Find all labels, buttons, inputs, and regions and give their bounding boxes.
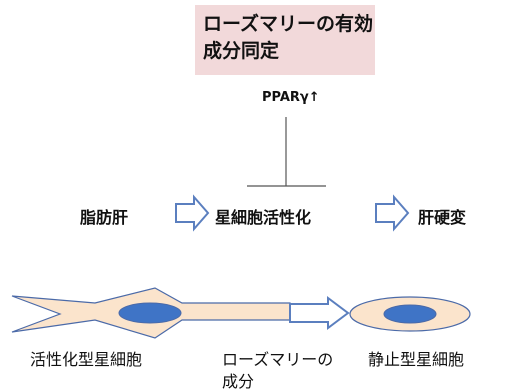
title-box: ローズマリーの有効 成分同定 [195,5,375,75]
rosemary-label-line2: 成分 [222,372,255,391]
quiescent-cell-nucleus [383,304,437,324]
title-line2: 成分同定 [203,40,280,62]
title-line1: ローズマリーの有効 [203,13,374,35]
flow-arrow-1 [175,194,210,232]
quiescent-cell-label: 静止型星細胞 [368,350,465,369]
rosemary-label-line1: ローズマリーの [222,350,334,369]
ppar-label: PPARγ↑ [262,90,320,105]
flow-step-cirrhosis: 肝硬変 [418,208,467,227]
flow-step-stellate-activation: 星細胞活性化 [215,208,312,227]
activated-cell-nucleus [118,302,182,324]
flow-step-fatty-liver: 脂肪肝 [80,208,129,227]
activated-cell-label: 活性化型星細胞 [30,350,143,369]
conversion-arrow [289,296,350,330]
flow-arrow-2 [375,194,410,232]
